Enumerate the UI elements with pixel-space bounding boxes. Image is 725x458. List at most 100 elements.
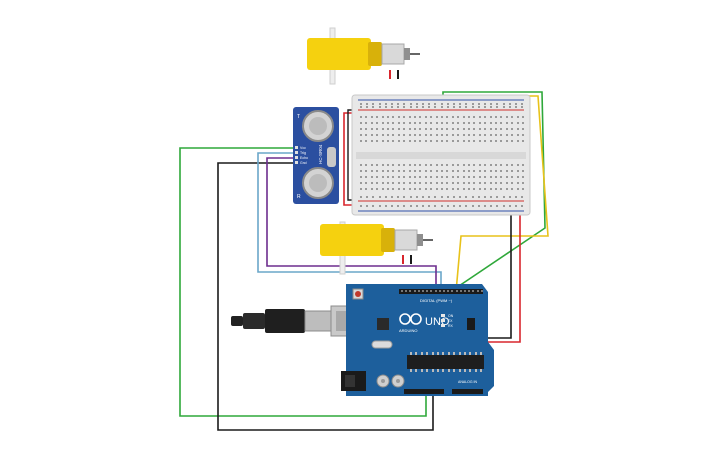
breadboard-terminal-hole[interactable] [511,170,513,172]
breadboard-rail-hole[interactable] [385,196,387,198]
breadboard-terminal-hole[interactable] [387,164,389,166]
breadboard-terminal-hole[interactable] [479,176,481,178]
breadboard-terminal-hole[interactable] [371,140,373,142]
breadboard-terminal-hole[interactable] [414,164,416,166]
breadboard-rail-hole[interactable] [459,196,461,198]
breadboard-terminal-hole[interactable] [403,140,405,142]
digital-pin[interactable] [447,290,449,292]
breadboard-terminal-hole[interactable] [517,164,519,166]
breadboard-terminal-hole[interactable] [392,134,394,136]
breadboard-terminal-hole[interactable] [365,188,367,190]
breadboard-terminal-hole[interactable] [506,188,508,190]
breadboard-terminal-hole[interactable] [463,176,465,178]
breadboard-rail-hole[interactable] [453,196,455,198]
breadboard-rail-hole[interactable] [428,196,430,198]
analog-header[interactable] [452,389,483,394]
breadboard-terminal-hole[interactable] [468,170,470,172]
breadboard-rail-hole[interactable] [459,106,461,108]
breadboard-rail-hole[interactable] [521,103,523,105]
breadboard-terminal-hole[interactable] [430,170,432,172]
breadboard-terminal-hole[interactable] [387,122,389,124]
breadboard-terminal-hole[interactable] [479,134,481,136]
breadboard-terminal-hole[interactable] [506,140,508,142]
breadboard-terminal-hole[interactable] [441,122,443,124]
breadboard-rail-hole[interactable] [447,196,449,198]
breadboard-terminal-hole[interactable] [360,188,362,190]
breadboard-terminal-hole[interactable] [473,188,475,190]
breadboard-rail-hole[interactable] [360,205,362,207]
breadboard-terminal-hole[interactable] [495,182,497,184]
digital-pin[interactable] [468,290,470,292]
breadboard-terminal-hole[interactable] [495,116,497,118]
breadboard-terminal-hole[interactable] [398,122,400,124]
breadboard-terminal-hole[interactable] [522,164,524,166]
breadboard-rail-hole[interactable] [472,196,474,198]
breadboard-terminal-hole[interactable] [511,182,513,184]
breadboard-rail-hole[interactable] [403,106,405,108]
breadboard-terminal-hole[interactable] [446,122,448,124]
breadboard-terminal-hole[interactable] [360,170,362,172]
breadboard-rail-hole[interactable] [441,103,443,105]
breadboard-terminal-hole[interactable] [436,182,438,184]
breadboard-rail-hole[interactable] [372,196,374,198]
breadboard-terminal-hole[interactable] [490,170,492,172]
breadboard-terminal-hole[interactable] [490,116,492,118]
breadboard-terminal-hole[interactable] [490,176,492,178]
digital-pin[interactable] [401,290,403,292]
breadboard-terminal-hole[interactable] [365,140,367,142]
breadboard-terminal-hole[interactable] [403,164,405,166]
breadboard[interactable] [351,94,531,216]
digital-pin[interactable] [456,290,458,292]
breadboard-terminal-hole[interactable] [511,188,513,190]
sensor-pin-echo[interactable] [295,156,298,159]
breadboard-rail-hole[interactable] [441,205,443,207]
breadboard-terminal-hole[interactable] [463,182,465,184]
breadboard-terminal-hole[interactable] [430,188,432,190]
breadboard-rail-hole[interactable] [434,103,436,105]
digital-pin[interactable] [409,290,411,292]
dc-motor-top[interactable] [307,27,420,85]
breadboard-terminal-hole[interactable] [392,140,394,142]
wire-black-stub[interactable] [347,109,354,201]
breadboard-terminal-hole[interactable] [409,182,411,184]
breadboard-rail-hole[interactable] [397,196,399,198]
breadboard-terminal-hole[interactable] [495,170,497,172]
breadboard-terminal-hole[interactable] [360,128,362,130]
breadboard-terminal-hole[interactable] [409,140,411,142]
breadboard-terminal-hole[interactable] [403,170,405,172]
breadboard-terminal-hole[interactable] [452,170,454,172]
breadboard-terminal-hole[interactable] [392,188,394,190]
breadboard-terminal-hole[interactable] [436,122,438,124]
breadboard-terminal-hole[interactable] [365,170,367,172]
breadboard-terminal-hole[interactable] [436,164,438,166]
breadboard-rail-hole[interactable] [391,103,393,105]
breadboard-terminal-hole[interactable] [517,170,519,172]
breadboard-rail-hole[interactable] [484,205,486,207]
breadboard-terminal-hole[interactable] [441,128,443,130]
breadboard-terminal-hole[interactable] [436,140,438,142]
breadboard-terminal-hole[interactable] [522,188,524,190]
breadboard-terminal-hole[interactable] [414,122,416,124]
breadboard-terminal-hole[interactable] [414,140,416,142]
breadboard-terminal-hole[interactable] [409,128,411,130]
breadboard-terminal-hole[interactable] [436,188,438,190]
breadboard-terminal-hole[interactable] [419,122,421,124]
wire-green-vcc[interactable] [179,147,427,417]
breadboard-rail-hole[interactable] [428,106,430,108]
breadboard-terminal-hole[interactable] [506,176,508,178]
breadboard-terminal-hole[interactable] [365,134,367,136]
breadboard-terminal-hole[interactable] [511,116,513,118]
breadboard-terminal-hole[interactable] [425,116,427,118]
breadboard-terminal-hole[interactable] [398,188,400,190]
breadboard-terminal-hole[interactable] [490,128,492,130]
breadboard-terminal-hole[interactable] [436,170,438,172]
breadboard-terminal-hole[interactable] [452,128,454,130]
breadboard-terminal-hole[interactable] [511,176,513,178]
breadboard-terminal-hole[interactable] [490,134,492,136]
breadboard-terminal-hole[interactable] [500,182,502,184]
breadboard-terminal-hole[interactable] [419,164,421,166]
breadboard-terminal-hole[interactable] [484,128,486,130]
breadboard-rail-hole[interactable] [428,103,430,105]
breadboard-terminal-hole[interactable] [414,176,416,178]
breadboard-terminal-hole[interactable] [360,116,362,118]
